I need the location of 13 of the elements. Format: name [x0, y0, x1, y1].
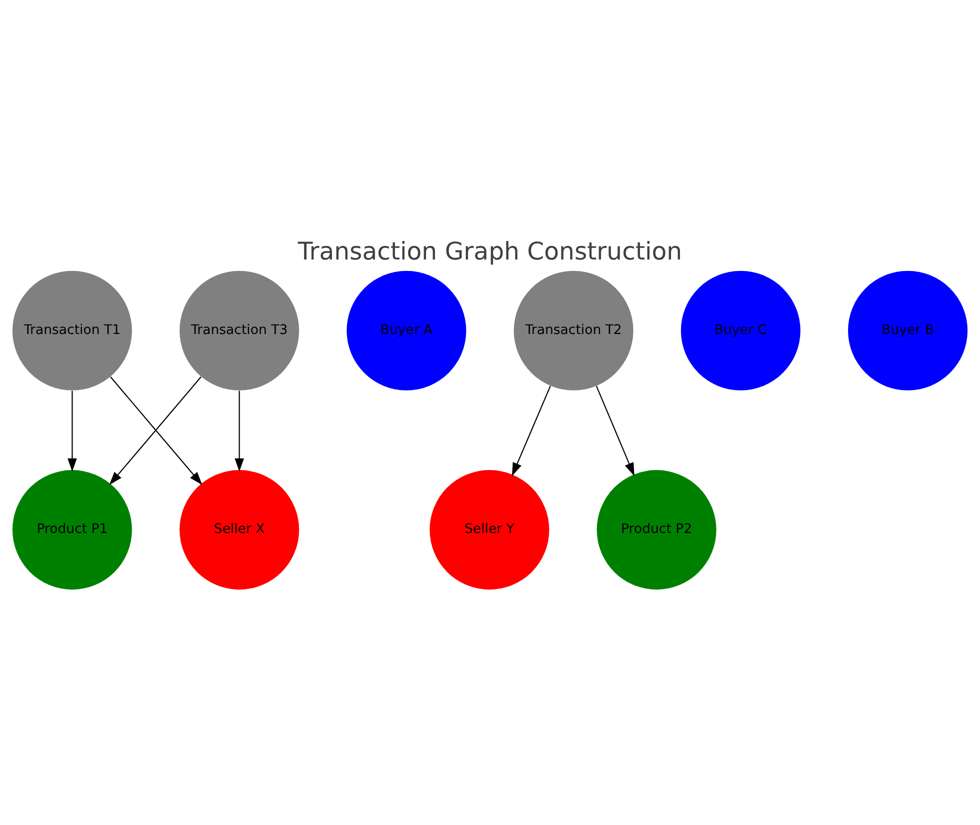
node-circle: Transaction T2 [514, 270, 634, 390]
node-circle: Transaction T1 [12, 270, 132, 390]
node-circle: Buyer C [680, 270, 800, 390]
node-circle: Transaction T3 [180, 270, 300, 390]
node-circle: Buyer A [346, 270, 466, 390]
arrow [512, 386, 551, 476]
arrow [596, 386, 634, 476]
arrow [234, 390, 244, 472]
diagram-title: Transaction Graph Construction [298, 236, 682, 266]
arrow [68, 390, 77, 472]
node-circle: Product P2 [596, 470, 716, 590]
node-circle: Buyer B [848, 270, 968, 390]
node-circle: Seller Y [430, 470, 550, 590]
